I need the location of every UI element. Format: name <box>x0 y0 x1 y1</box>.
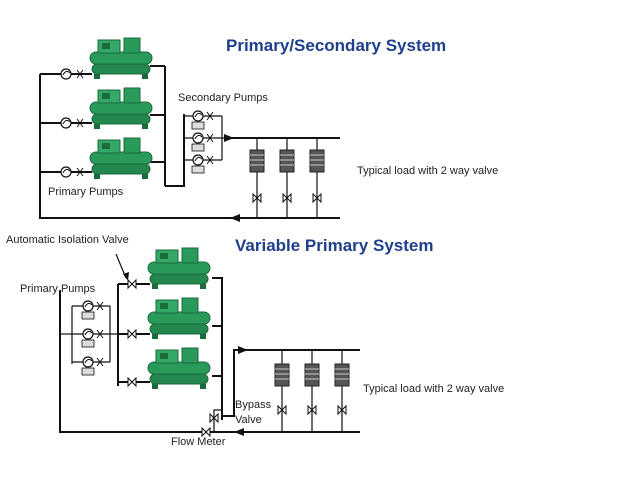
title-variable-primary: Variable Primary System <box>235 236 434 255</box>
label-flow-meter: Flow Meter <box>171 436 226 448</box>
label-typical-load-top: Typical load with 2 way valve <box>357 165 499 177</box>
bottom-primary-pumps <box>81 300 104 376</box>
secondary-pumps <box>191 110 214 174</box>
label-secondary-pumps: Secondary Pumps <box>178 92 268 104</box>
label-bypass-line2: Valve <box>235 414 262 426</box>
label-auto-isolation-valve: Automatic Isolation Valve <box>6 234 129 246</box>
bottom-chillers <box>147 247 211 390</box>
label-typical-load-bottom: Typical load with 2 way valve <box>363 383 505 395</box>
title-primary-secondary: Primary/Secondary System <box>226 36 447 55</box>
primary-secondary-system <box>39 37 340 222</box>
label-bypass-line1: Bypass <box>235 399 272 411</box>
label-primary-pumps-bottom: Primary Pumps <box>20 283 96 295</box>
top-chillers <box>89 37 153 180</box>
variable-primary-system <box>59 247 360 437</box>
top-loads <box>249 138 325 218</box>
label-primary-pumps-top: Primary Pumps <box>48 186 124 198</box>
bottom-loads <box>274 350 350 432</box>
